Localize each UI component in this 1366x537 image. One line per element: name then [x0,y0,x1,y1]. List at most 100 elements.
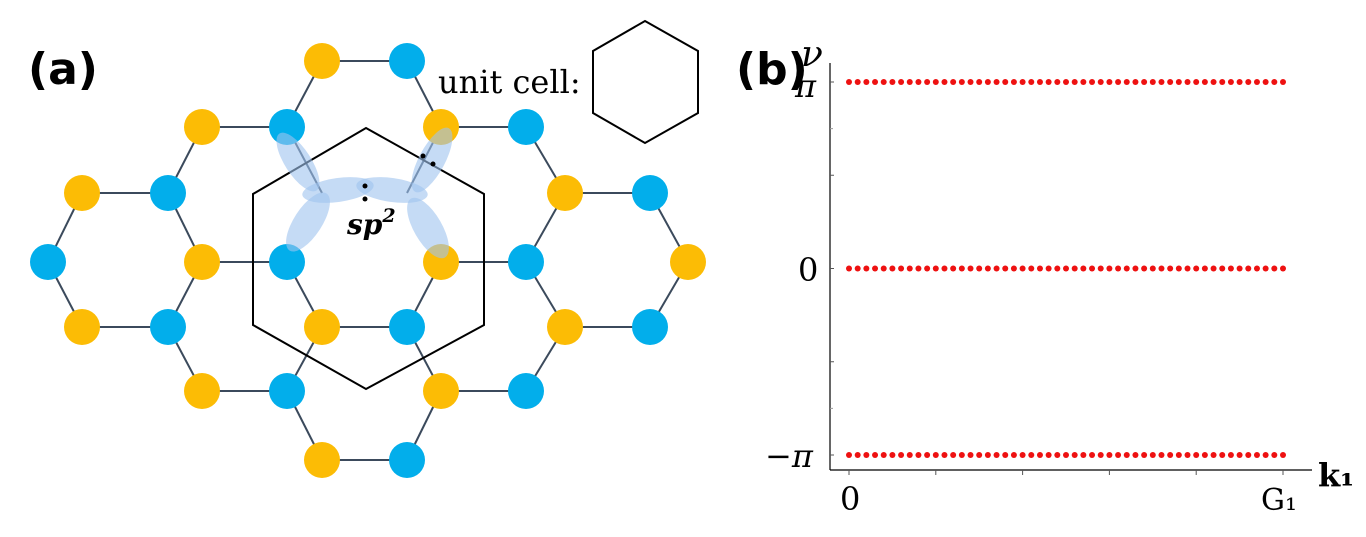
data-point [1253,265,1260,272]
data-point [1167,265,1174,272]
data-point [1167,452,1174,458]
data-point [1019,452,1026,458]
data-point [915,79,922,85]
atom-b-site [30,244,66,280]
data-point [1210,452,1217,458]
orbital-lobe [356,177,428,203]
data-point [898,79,905,85]
x-ticks [848,470,1284,475]
data-point [1227,452,1234,458]
data-point [1054,265,1061,272]
data-point [941,79,948,85]
data-point [1063,452,1069,458]
atom-a-site [184,373,220,409]
data-point [906,265,913,272]
data-point [993,79,1000,85]
data-point [984,79,991,85]
data-point [880,79,887,85]
data-point [1175,452,1182,458]
series-1 [846,265,1286,272]
sp2-orbital-right [356,127,453,259]
lattice-bonds [47,60,689,461]
data-point [846,265,852,272]
data-point [1097,79,1104,85]
data-point [880,452,887,458]
data-point [950,452,957,458]
data-point [1149,452,1156,458]
data-point [1271,265,1278,272]
atom-a-site [184,244,220,280]
data-point [958,452,965,458]
orbital-lobe [407,197,449,259]
data-point [1080,79,1087,85]
data-point [1158,79,1165,85]
data-point [1219,452,1226,458]
data-point [854,79,861,85]
data-point [906,452,913,458]
data-point [1010,452,1017,458]
data-point [924,79,931,85]
data-point [1132,79,1139,85]
wannier-center-series [846,79,1286,458]
data-point [967,452,974,458]
data-point [1132,452,1139,458]
data-point [1262,79,1269,85]
data-point [1036,79,1043,85]
y-tick-label-minus-pi: −π [765,437,814,475]
data-point [1045,79,1052,85]
data-point [1080,265,1087,272]
orbital-lobe [286,192,330,252]
y-tick-label-zero: 0 [798,251,818,289]
sp2-orbital-left [276,132,374,252]
data-point [1063,265,1069,272]
data-point [1236,265,1243,272]
data-point [1253,79,1260,85]
data-point [1210,79,1217,85]
data-point [1106,265,1113,272]
data-point [1028,79,1035,85]
atom-b-site [150,175,186,211]
data-point [1010,79,1017,85]
data-point [863,265,870,272]
series-0 [846,79,1286,85]
panel-b-chart: (b) ν π 0 −π 0 G₁ k₁ [736,34,1354,518]
atom-a-site [64,175,100,211]
data-point [898,452,905,458]
data-point [1097,452,1104,458]
orbital-lobe [276,132,320,192]
data-point [872,265,879,272]
data-point [1115,452,1122,458]
data-point [958,265,965,272]
data-point [924,265,931,272]
data-point [958,79,965,85]
data-point [984,452,991,458]
data-point [1089,452,1096,458]
lattice-atoms [30,43,706,478]
data-point [1280,79,1286,85]
data-point [1071,452,1078,458]
data-point [1132,265,1139,272]
data-point [993,452,1000,458]
x-tick-label-zero: 0 [840,480,860,518]
data-point [880,265,887,272]
data-point [1193,79,1200,85]
data-point [863,79,870,85]
data-point [1219,79,1226,85]
atom-b-site [269,244,305,280]
data-point [1184,79,1191,85]
data-point [1106,79,1113,85]
data-point [1141,79,1148,85]
data-point [941,265,948,272]
panel-a-lattice: (a) sp2 unit cell: [28,19,706,478]
data-point [1149,79,1156,85]
data-point [1141,265,1148,272]
atom-b-site [508,373,544,409]
data-point [1002,79,1009,85]
atom-b-site [508,109,544,145]
data-point [1236,452,1243,458]
x-axis-label: k₁ [1318,456,1354,494]
data-point [1063,79,1069,85]
panel-b-label: (b) [736,44,808,95]
atom-a-site [64,309,100,345]
data-point [967,265,974,272]
